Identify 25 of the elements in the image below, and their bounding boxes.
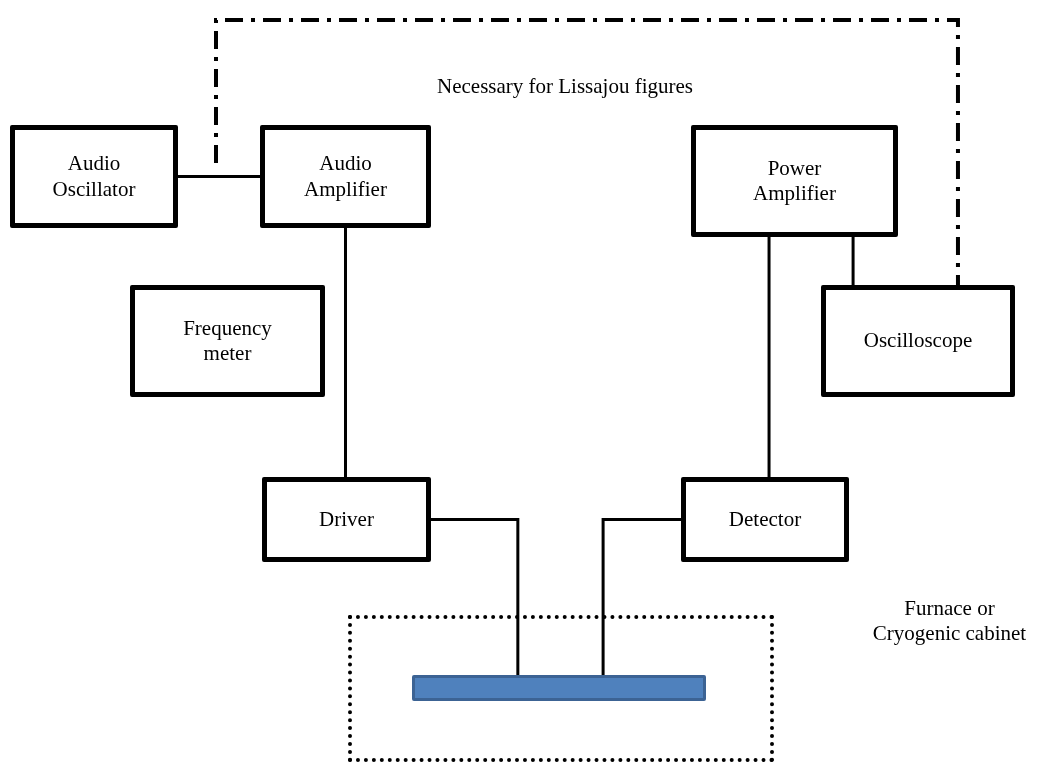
block-label: Oscilloscope — [863, 328, 973, 354]
connecting-line — [851, 237, 855, 285]
connecting-line — [344, 228, 347, 477]
block-box — [262, 477, 431, 562]
block-label: Detector — [728, 506, 802, 533]
block-box — [260, 125, 431, 228]
block-box — [821, 285, 1015, 397]
connecting-line — [431, 518, 520, 675]
dash-dot-line — [214, 18, 960, 285]
dotted-enclosure — [348, 615, 774, 762]
connecting-line — [601, 518, 681, 675]
block-label: Driver — [319, 506, 374, 533]
block-box — [681, 477, 849, 562]
block-box — [10, 125, 178, 228]
block-label: Frequency meter — [183, 315, 272, 367]
note-label: Necessary for Lissajou figures — [436, 74, 694, 100]
connecting-line — [767, 237, 771, 477]
note-label: Furnace or Cryogenic cabinet — [871, 596, 1028, 647]
connecting-line — [178, 175, 260, 178]
block-label: Power Amplifier — [753, 155, 836, 207]
block-label: Audio Amplifier — [304, 151, 387, 202]
block-box — [130, 285, 325, 397]
block-label: Audio Oscillator — [52, 151, 136, 202]
sample-bar — [412, 675, 706, 701]
block-box — [691, 125, 898, 237]
